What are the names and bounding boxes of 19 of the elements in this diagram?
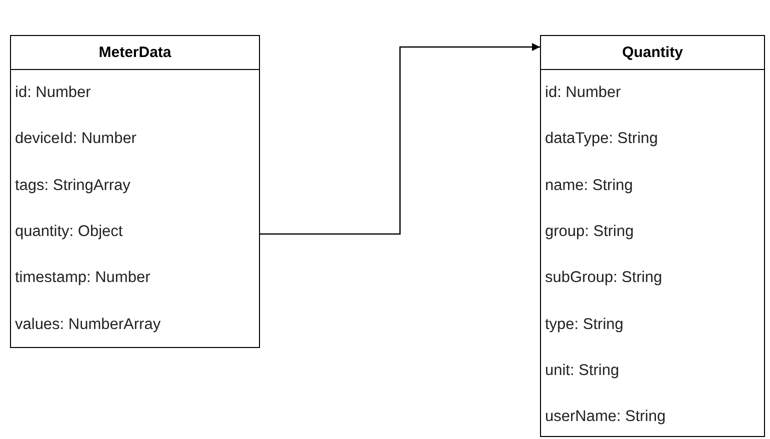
attribute-text: subGroup: String [544, 269, 662, 288]
class-name: MeterData [98, 44, 172, 61]
attribute-text: timestamp: Number [14, 269, 150, 288]
attribute-text: name: String [544, 176, 633, 195]
association-arrow [259, 43, 540, 235]
attribute-text: quantity: Object [14, 222, 123, 241]
attribute-text: dataType: String [544, 130, 658, 148]
attribute-text: userName: String [544, 408, 666, 426]
class-name: Quantity [622, 44, 683, 61]
attribute-text: group: String [544, 222, 634, 241]
attribute-text: id: Number [14, 84, 91, 102]
attribute-text: id: Number [544, 84, 621, 102]
attribute-text: deviceId: Number [14, 130, 136, 148]
class-box [10, 35, 260, 348]
attribute-text: tags: StringArray [14, 176, 130, 195]
attribute-text: type: String [544, 316, 624, 334]
class-box [540, 35, 765, 437]
attribute-text: values: NumberArray [14, 316, 161, 334]
attribute-text: unit: String [544, 362, 620, 380]
